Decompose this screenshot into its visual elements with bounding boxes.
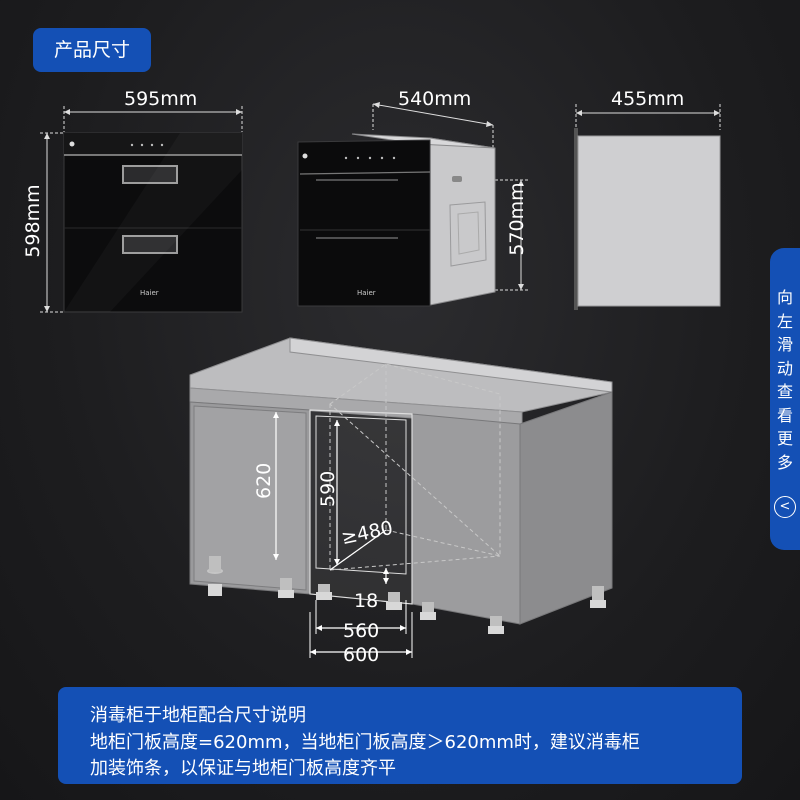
perspective-view-appliance bbox=[297, 102, 528, 307]
front-width-label: 595mm bbox=[124, 88, 198, 110]
door-height-label: 620 bbox=[253, 462, 275, 499]
side-panel-view bbox=[574, 104, 721, 310]
swipe-left-label: 向左滑动查看更多 bbox=[776, 288, 793, 472]
chevron-left-icon[interactable]: < bbox=[774, 496, 796, 518]
plinth-label: 18 bbox=[354, 590, 379, 612]
opening-height-label: 590 bbox=[317, 470, 339, 507]
brand-logo-front: Haier bbox=[140, 289, 159, 297]
brand-logo-perspective: Haier bbox=[357, 289, 376, 297]
side-height-label: 570mm bbox=[506, 182, 528, 256]
cabinet-diagram bbox=[189, 337, 613, 658]
outer-width-label: 600 bbox=[343, 644, 380, 666]
page-title: 产品尺寸 bbox=[33, 28, 151, 72]
side-depth-label: 540mm bbox=[398, 88, 472, 110]
panel-width-label: 455mm bbox=[611, 88, 685, 110]
note-line-2: 地柜门板高度=620mm，当地柜门板高度＞620mm时，建议消毒柜 bbox=[90, 732, 640, 753]
front-height-label: 598mm bbox=[22, 184, 44, 258]
front-view-appliance bbox=[40, 106, 243, 313]
installation-note: 消毒柜于地柜配合尺寸说明 地柜门板高度=620mm，当地柜门板高度＞620mm时… bbox=[58, 687, 742, 784]
swipe-left-tab[interactable]: 向左滑动查看更多 < bbox=[770, 248, 800, 550]
note-line-3: 加装饰条，以保证与地柜门板高度齐平 bbox=[90, 758, 396, 779]
note-heading: 消毒柜于地柜配合尺寸说明 bbox=[90, 705, 306, 726]
inner-width-label: 560 bbox=[343, 620, 380, 642]
